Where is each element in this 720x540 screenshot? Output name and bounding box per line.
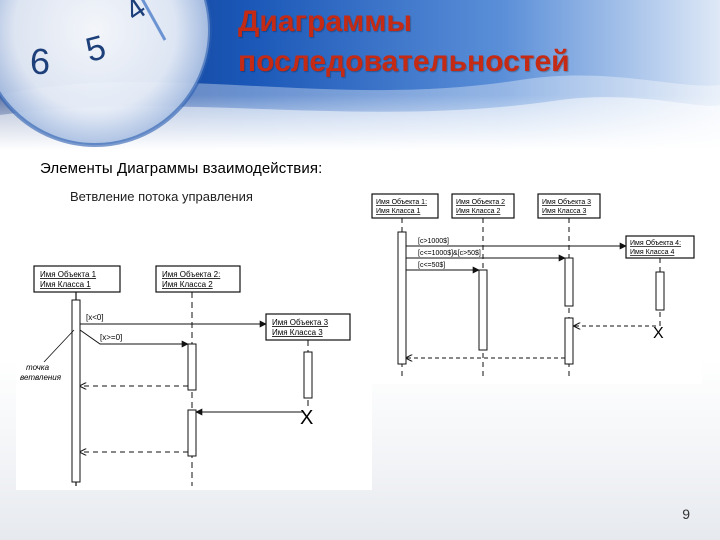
object-2: Имя Объекта 2 Имя Класса 2 [451,193,515,219]
guard-2: [c<=1000$]&[c>50$] [418,250,481,257]
svg-text:Имя Объекта 1:: Имя Объекта 1: [376,198,427,206]
svg-text:Имя Класса 1: Имя Класса 1 [376,208,420,215]
destroy-icon: X [300,407,313,429]
destroy-icon: X [653,325,664,342]
header-background-art [0,0,720,150]
guard-1: [x<0] [86,313,104,322]
object-1: Имя Объекта 1: Имя Класса 1 [371,193,439,219]
slide-title: Диаграммы последовательностей [238,2,570,82]
svg-text:Имя Объекта 1: Имя Объекта 1 [40,270,97,279]
object-3: Имя Объекта 3 Имя Класса 3 [537,193,601,219]
sequence-diagram-left: Имя Объекта 1 Имя Класса 1 Имя Объекта 2… [16,258,372,490]
title-line-1: Диаграммы [238,5,413,38]
guard-1: [c>1000$] [418,238,449,245]
svg-text:Имя Класса 2: Имя Класса 2 [456,208,500,215]
clock-face-icon [0,0,210,145]
sequence-diagram-right: Имя Объекта 1: Имя Класса 1 Имя Объекта … [362,186,702,384]
svg-text:Имя Класса 3: Имя Класса 3 [272,328,323,337]
clock-numerals: 6 5 4 [30,0,152,82]
svg-text:Имя Объекта 4:: Имя Объекта 4: [630,239,681,247]
svg-text:Имя Объекта 3: Имя Объекта 3 [272,318,329,327]
svg-text:Имя Класса 4: Имя Класса 4 [630,249,674,256]
diagram-caption: Ветвление потока управления [70,189,253,204]
svg-text:Имя Объекта 2: Имя Объекта 2 [456,198,505,206]
page-number: 9 [682,506,690,522]
title-line-2: последовательностей [238,45,570,78]
clock-numeral-6: 6 [30,41,50,82]
branch-point-note-line1: точка [26,363,50,372]
object-1: Имя Объекта 1 Имя Класса 1 [33,265,121,293]
svg-text:Имя Класса 3: Имя Класса 3 [542,208,586,215]
svg-text:Имя Класса 1: Имя Класса 1 [40,280,91,289]
svg-text:Имя Класса 2: Имя Класса 2 [162,280,213,289]
object-4: Имя Объекта 4: Имя Класса 4 [625,235,695,259]
guard-3: [c<=50$] [418,262,445,269]
clock-numeral-4: 4 [119,0,152,28]
svg-text:Имя Объекта 3: Имя Объекта 3 [542,198,591,206]
clock-numeral-5: 5 [82,28,110,70]
object-2: Имя Объекта 2: Имя Класса 2 [155,265,241,293]
object-3: Имя Объекта 3 Имя Класса 3 [265,313,351,341]
slide-subtitle: Элементы Диаграммы взаимодействия: [40,160,323,177]
branch-point-note-line2: ветвления [20,373,62,382]
guard-2: [x>=0] [100,333,122,342]
svg-text:Имя Объекта 2:: Имя Объекта 2: [162,270,220,279]
